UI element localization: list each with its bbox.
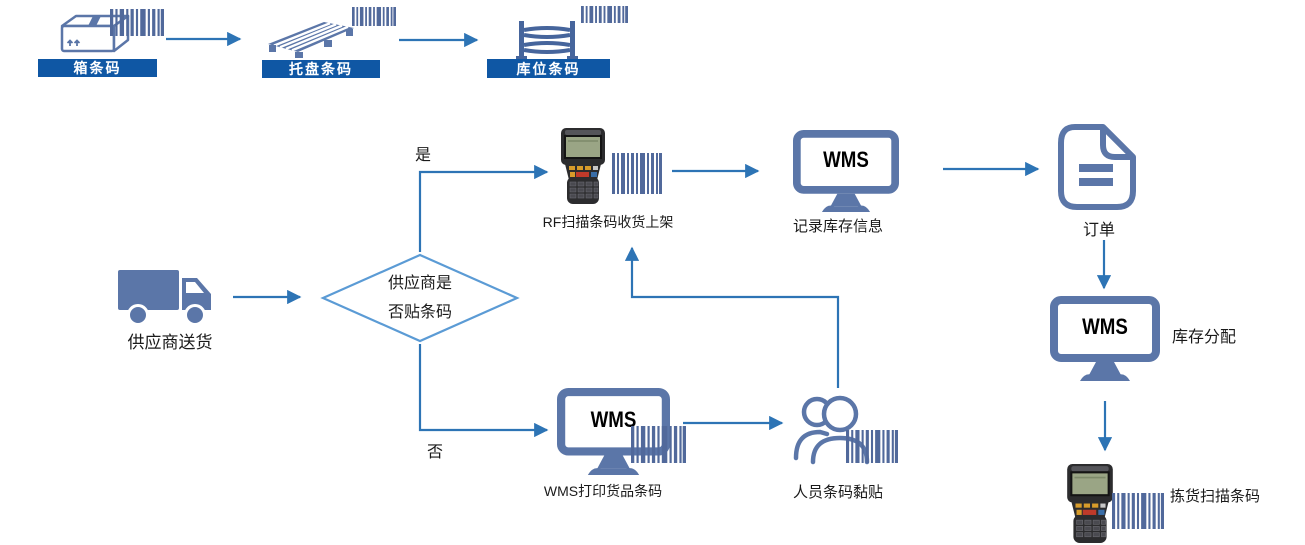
wms-print-monitor: WMS	[557, 388, 670, 476]
pick-scan-label: 拣货扫描条码	[1170, 488, 1261, 505]
wms-print-label: WMS打印货品条码	[543, 483, 663, 499]
decision-label: 供应商是 否贴条码	[348, 269, 492, 327]
order-document-icon	[1058, 124, 1136, 210]
wms-screen-text: WMS	[823, 146, 869, 172]
rf-receive-label: RF扫描条码收货上架	[542, 214, 674, 230]
people-paste-label: 人员条码黏贴	[792, 484, 883, 501]
yes-branch-label: 是	[414, 147, 431, 164]
arrow-decision-no	[418, 344, 549, 438]
wms-screen-text: WMS	[1082, 313, 1128, 339]
order-label: 订单	[1082, 222, 1115, 239]
decision-label-line1: 供应商是	[387, 275, 452, 292]
legend-box-label: 箱条码	[38, 59, 157, 77]
legend-rack-label: 库位条码	[487, 59, 610, 78]
truck-icon	[118, 270, 211, 326]
wms-record-monitor: WMS	[793, 130, 899, 213]
pick-scanner-icon	[1066, 463, 1114, 543]
barcode-icon	[352, 7, 396, 26]
barcode-icon	[846, 430, 898, 463]
barcode-icon	[612, 153, 662, 194]
arrow-people-to-scanner	[624, 246, 840, 388]
barcode-icon	[110, 9, 164, 36]
barcode-icon	[581, 6, 628, 23]
barcode-icon	[631, 426, 686, 463]
allocation-label: 库存分配	[1172, 329, 1237, 346]
rf-scanner-icon	[560, 127, 606, 204]
wms-allocation-monitor: WMS	[1050, 296, 1160, 382]
no-branch-label: 否	[426, 444, 443, 461]
record-inventory-label: 记录库存信息	[792, 218, 883, 235]
pallet-icon	[268, 22, 354, 58]
decision-label-line2: 否贴条码	[387, 304, 452, 321]
legend-pallet-label: 托盘条码	[262, 60, 380, 78]
people-icon	[793, 395, 870, 465]
supplier-delivery-label: 供应商送货	[127, 333, 213, 352]
barcode-icon	[1112, 493, 1164, 529]
wms-screen-text: WMS	[590, 406, 637, 432]
rack-icon	[516, 21, 578, 59]
